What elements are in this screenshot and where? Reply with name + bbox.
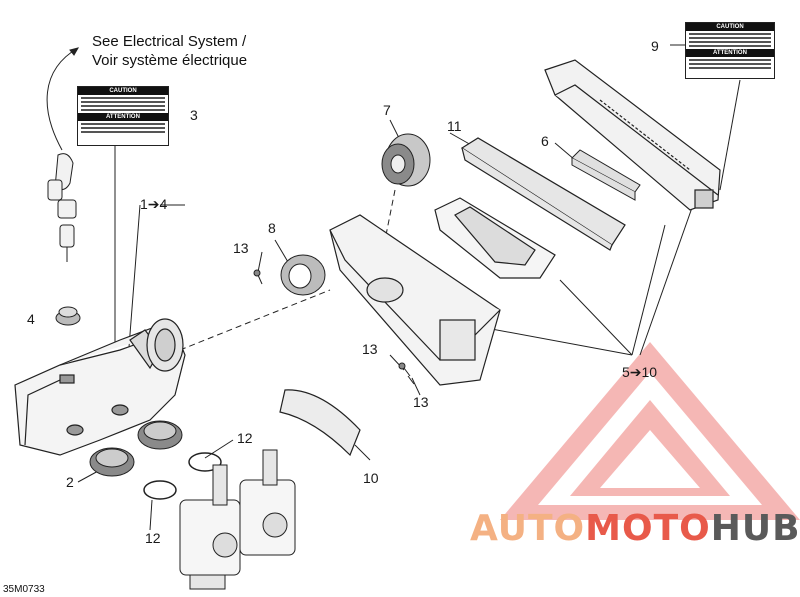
callout-12-upper: 12 — [237, 430, 253, 446]
callout-13-lower: 13 — [413, 394, 429, 410]
electrical-connector — [47, 153, 77, 262]
caution-header: CAUTION — [78, 87, 168, 95]
callout-6: 6 — [541, 133, 549, 149]
callout-3: 3 — [190, 107, 198, 123]
callout-5-to-10: 5➔10 — [622, 364, 658, 380]
callout-13-upper: 13 — [233, 240, 249, 256]
callout-7: 7 — [383, 102, 391, 118]
leader-lines — [46, 44, 741, 531]
attention-header: ATTENTION — [686, 49, 774, 57]
attention-header: ATTENTION — [78, 113, 168, 121]
callout-10: 10 — [363, 470, 379, 486]
foam-part-6 — [571, 149, 641, 201]
caution-header: CAUTION — [686, 23, 774, 31]
electrical-system-reference-note: See Electrical System / Voir système éle… — [92, 33, 248, 69]
grommet-part-4 — [55, 306, 81, 326]
air-box-cover — [544, 59, 721, 211]
air-box-housing — [329, 214, 501, 386]
air-filter-part-11 — [460, 137, 626, 251]
air-intake-silencer-body — [14, 318, 186, 456]
callout-11: 11 — [447, 118, 462, 134]
callout-12-lower: 12 — [145, 530, 161, 546]
callout-9: 9 — [651, 38, 659, 54]
brand-part-moto: MOTO — [585, 508, 711, 549]
rubber-boots-part-2 — [89, 420, 183, 477]
seal-ring-part-8 — [280, 254, 326, 296]
screws-part-13 — [253, 269, 415, 385]
filter-frame — [434, 197, 556, 279]
carburetors — [179, 449, 296, 590]
callout-1-to-4: 1➔4 — [140, 196, 168, 212]
watermark-brand-text: AUTOMOTOHUB — [470, 508, 800, 549]
hose-part-10 — [279, 389, 361, 457]
brand-part-auto: AUTO — [470, 508, 586, 549]
caution-label-part-3: CAUTION ATTENTION — [77, 86, 169, 146]
callout-4: 4 — [27, 311, 35, 327]
intake-fitting-part-7 — [381, 133, 431, 187]
brand-part-hub: HUB — [710, 508, 800, 549]
callout-13-middle: 13 — [362, 341, 378, 357]
watermark-triangle-logo — [500, 342, 800, 520]
drawing-code: 35M0733 — [3, 584, 45, 595]
callout-8: 8 — [268, 220, 276, 236]
callout-2: 2 — [66, 474, 74, 490]
caution-label-part-9: CAUTION ATTENTION — [685, 22, 775, 79]
hose-clamps-part-12 — [143, 452, 222, 500]
